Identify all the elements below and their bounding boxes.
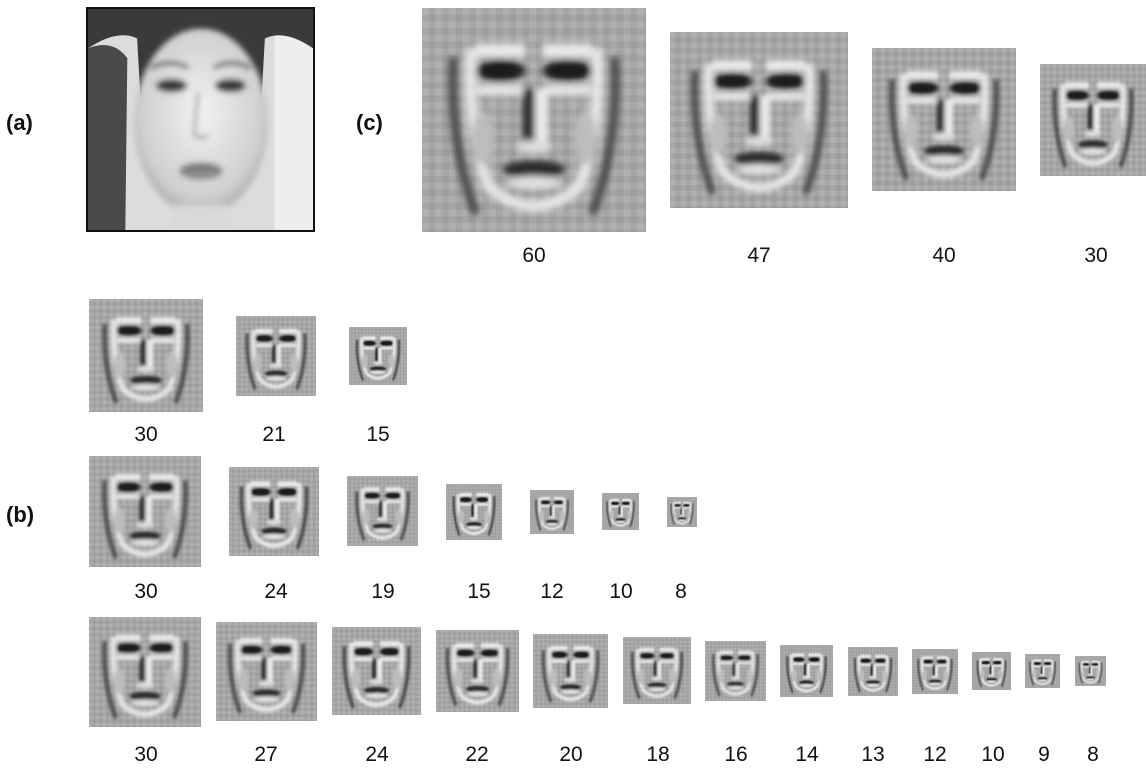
size-label-c-3: 30 [1084,244,1108,267]
size-label-b2-2: 19 [371,580,395,603]
size-label-b1-0: 30 [134,423,158,446]
face-template-c-30 [1040,64,1146,176]
size-label-b3-11: 9 [1038,743,1050,766]
face-template-b1-21 [236,316,316,396]
face-template-b2-12 [530,490,574,534]
size-label-b3-3: 22 [465,743,489,766]
size-label-b1-2: 15 [366,423,390,446]
size-label-b3-12: 8 [1087,743,1099,766]
size-label-c-2: 40 [932,244,956,267]
panel-label-b: (b) [6,502,35,527]
face-template-b3-12 [912,649,958,694]
face-template-b2-19 [347,476,418,546]
face-template-b1-15 [349,327,407,385]
size-label-c-1: 47 [747,244,771,267]
panel-label-a: (a) [6,110,33,135]
size-label-b2-3: 15 [467,580,491,603]
face-template-b2-24 [229,467,319,556]
face-template-b3-10 [972,652,1011,690]
face-template-c-60 [422,8,646,232]
size-label-b2-6: 8 [675,580,687,603]
face-template-c-47 [670,32,848,208]
face-template-b3-18 [623,637,691,704]
size-label-b2-5: 10 [609,580,633,603]
size-label-b2-4: 12 [540,580,564,603]
face-template-b2-10 [602,493,639,530]
face-template-b3-13 [848,647,898,696]
original-face-photo [86,7,315,232]
size-label-b3-1: 27 [254,743,278,766]
size-label-b3-10: 10 [981,743,1005,766]
face-template-b3-16 [705,641,766,701]
size-label-b3-9: 12 [923,743,947,766]
size-label-b1-1: 21 [262,423,286,446]
size-label-b3-5: 18 [646,743,670,766]
size-label-b3-0: 30 [134,743,158,766]
size-label-b3-7: 14 [795,743,819,766]
face-template-b3-27 [216,622,317,721]
size-label-b3-4: 20 [559,743,583,766]
face-template-b3-9 [1025,654,1060,688]
panel-label-c: (c) [356,110,383,135]
face-template-b3-22 [436,630,519,712]
face-template-b3-8 [1075,656,1106,686]
face-template-c-40 [872,48,1016,191]
face-template-b3-14 [780,645,833,697]
size-label-b2-0: 30 [134,580,158,603]
size-label-b3-8: 13 [861,743,885,766]
face-template-b2-30 [89,456,201,567]
face-template-b3-30 [89,617,201,727]
size-label-b3-2: 24 [365,743,389,766]
size-label-b2-1: 24 [264,580,288,603]
face-template-b3-24 [332,627,421,715]
face-template-b3-20 [533,634,608,708]
face-template-b2-8 [667,497,697,527]
size-label-c-0: 60 [522,244,546,267]
size-label-b3-6: 16 [724,743,748,766]
face-template-b1-30 [89,299,203,412]
face-template-b2-15 [446,484,502,540]
